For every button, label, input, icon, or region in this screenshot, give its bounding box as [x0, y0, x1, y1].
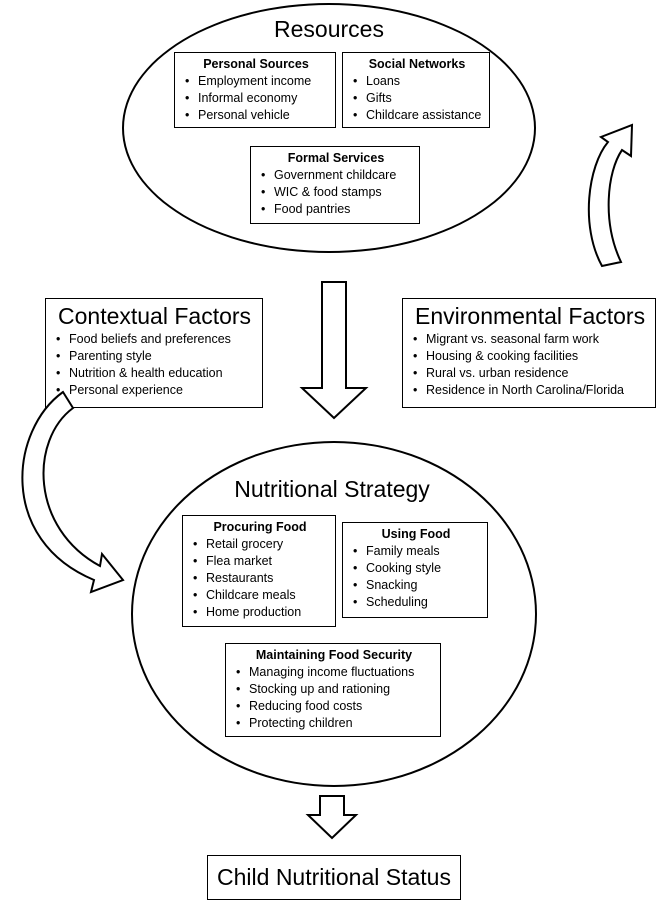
list-item: Food pantries	[259, 201, 413, 218]
list-item: Rural vs. urban residence	[411, 365, 649, 382]
maintaining-food-security-box: Maintaining Food Security Managing incom…	[225, 643, 441, 737]
list-item: Childcare meals	[191, 587, 329, 604]
social-networks-title: Social Networks	[368, 57, 466, 71]
list-item: Managing income fluctuations	[234, 664, 434, 681]
using-food-box: Using Food Family meals Cooking style Sn…	[342, 522, 488, 618]
list-item: Migrant vs. seasonal farm work	[411, 331, 649, 348]
social-networks-box: Social Networks Loans Gifts Childcare as…	[342, 52, 490, 128]
using-food-title: Using Food	[381, 527, 451, 541]
curved-arrow-contextual	[21, 390, 125, 594]
list-item: Loans	[351, 73, 483, 90]
list-item: Family meals	[351, 543, 481, 560]
down-arrow-outcome	[305, 795, 359, 840]
list-item: Protecting children	[234, 715, 434, 732]
list-item: Snacking	[351, 577, 481, 594]
down-arrow-main	[299, 281, 369, 420]
personal-sources-title: Personal Sources	[203, 57, 309, 71]
list-item: Nutrition & health education	[54, 365, 256, 382]
list-item: Childcare assistance	[351, 107, 483, 124]
list-item: Parenting style	[54, 348, 256, 365]
list-item: Employment income	[183, 73, 329, 90]
list-item: Home production	[191, 604, 329, 621]
environmental-factors-title: Environmental Factors	[415, 303, 646, 329]
contextual-factors-box: Contextual Factors Food beliefs and pref…	[45, 298, 263, 408]
list-item: Flea market	[191, 553, 329, 570]
contextual-factors-title: Contextual Factors	[58, 303, 252, 329]
list-item: Personal experience	[54, 382, 256, 399]
list-item: Food beliefs and preferences	[54, 331, 256, 348]
child-nutritional-status-box: Child Nutritional Status	[207, 855, 461, 900]
list-item: Residence in North Carolina/Florida	[411, 382, 649, 399]
list-item: Restaurants	[191, 570, 329, 587]
formal-services-box: Formal Services Government childcare WIC…	[250, 146, 420, 224]
list-item: Scheduling	[351, 594, 481, 611]
list-item: Government childcare	[259, 167, 413, 184]
personal-sources-box: Personal Sources Employment income Infor…	[174, 52, 336, 128]
list-item: Stocking up and rationing	[234, 681, 434, 698]
formal-services-title: Formal Services	[287, 151, 385, 165]
procuring-food-box: Procuring Food Retail grocery Flea marke…	[182, 515, 336, 627]
curved-arrow-environmental	[587, 123, 634, 268]
list-item: Retail grocery	[191, 536, 329, 553]
list-item: Housing & cooking facilities	[411, 348, 649, 365]
nutritional-strategy-title: Nutritional Strategy	[234, 476, 430, 502]
list-item: Personal vehicle	[183, 107, 329, 124]
list-item: Gifts	[351, 90, 483, 107]
maintaining-food-security-title: Maintaining Food Security	[255, 648, 413, 662]
resources-title: Resources	[274, 16, 384, 42]
procuring-food-title: Procuring Food	[213, 520, 307, 534]
list-item: Reducing food costs	[234, 698, 434, 715]
list-item: Informal economy	[183, 90, 329, 107]
list-item: Cooking style	[351, 560, 481, 577]
list-item: WIC & food stamps	[259, 184, 413, 201]
environmental-factors-box: Environmental Factors Migrant vs. season…	[402, 298, 656, 408]
